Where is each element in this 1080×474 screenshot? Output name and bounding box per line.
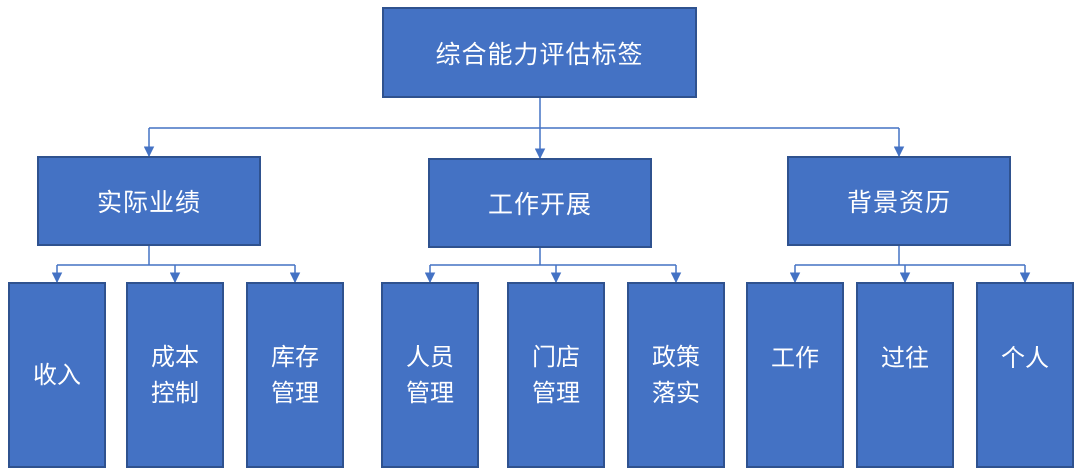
leaf-node-personal: 个人	[976, 282, 1074, 468]
leaf-label: 过往	[881, 344, 929, 372]
leaf-node-income: 收入	[8, 282, 106, 468]
white-overlay-patch	[844, 376, 856, 474]
root-node: 综合能力评估标签	[382, 7, 697, 98]
leaf-node-cost-control: 成本控制	[126, 282, 224, 468]
category-node-background: 背景资历	[787, 156, 1011, 246]
leaf-label: 工作	[771, 344, 819, 372]
leaf-node-past: 过往	[856, 282, 954, 468]
category-label: 工作开展	[487, 190, 592, 219]
leaf-label: 门店管理	[532, 343, 580, 407]
leaf-node-store: 门店管理	[507, 282, 605, 468]
leaf-label: 人员管理	[406, 343, 454, 407]
white-overlay-patch	[954, 376, 976, 474]
category-label: 背景资历	[846, 188, 951, 217]
category-node-work: 工作开展	[428, 158, 652, 248]
category-node-performance: 实际业绩	[37, 156, 261, 246]
leaf-label: 成本控制	[151, 343, 199, 407]
leaf-label: 收入	[33, 361, 81, 389]
leaf-node-job: 工作	[746, 282, 844, 468]
category-label: 实际业绩	[96, 188, 201, 217]
leaf-label: 个人	[1001, 344, 1049, 372]
leaf-node-staff: 人员管理	[381, 282, 479, 468]
leaf-node-policy: 政策落实	[627, 282, 725, 468]
root-label: 综合能力评估标签	[435, 39, 644, 69]
leaf-label: 政策落实	[652, 343, 700, 407]
leaf-label: 库存管理	[271, 343, 319, 407]
leaf-node-inventory: 库存管理	[246, 282, 344, 468]
